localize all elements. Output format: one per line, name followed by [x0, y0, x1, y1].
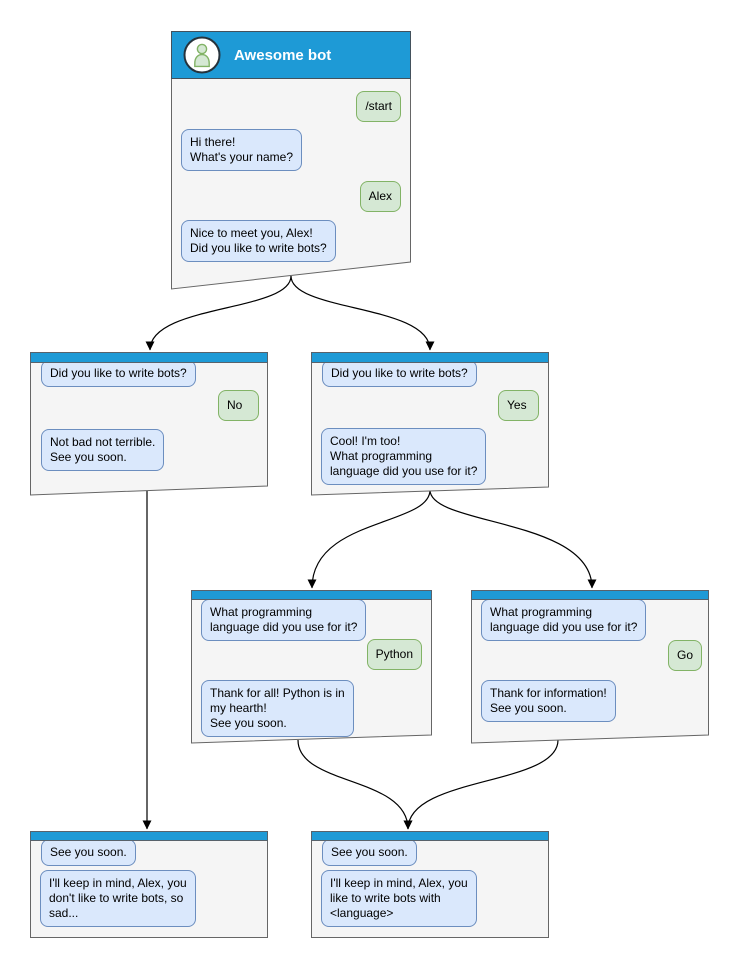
chat-window-branch-python: What programming language did you use fo…	[191, 590, 432, 744]
window-titlebar	[311, 352, 549, 363]
bot-message-goodbye: See you soon.	[322, 839, 417, 866]
user-message-go: Go	[667, 640, 702, 671]
bot-message-summary: I'll keep in mind, Alex, you like to wri…	[321, 870, 477, 927]
chat-window-main: Awesome bot /start Hi there! What's your…	[171, 31, 411, 290]
connector-go-to-final	[403, 739, 559, 830]
bot-message-question: Did you like to write bots?	[322, 360, 477, 387]
window-titlebar	[30, 352, 268, 363]
user-message-yes: Yes	[498, 390, 539, 421]
window-titlebar	[471, 590, 709, 600]
bot-message-greeting: Hi there! What's your name?	[181, 129, 303, 171]
user-message-start: /start	[356, 91, 401, 122]
bot-message-reply: Thank for all! Python is in my hearth! S…	[201, 680, 354, 737]
bot-message-reply: Not bad not terrible. See you soon.	[41, 429, 165, 471]
bot-message-summary: I'll keep in mind, Alex, you don't like …	[40, 870, 196, 927]
bot-message-question: What programming language did you use fo…	[201, 599, 367, 641]
chat-window-branch-no: Did you like to write bots? No Not bad n…	[30, 352, 268, 496]
bot-message-reply: Cool! I'm too! What programming language…	[321, 428, 487, 485]
bot-message-question: Nice to meet you, Alex! Did you like to …	[181, 220, 336, 262]
user-message-no: No	[218, 390, 259, 421]
bot-message-question: What programming language did you use fo…	[481, 599, 647, 641]
chat-window-final-yes: See you soon. I'll keep in mind, Alex, y…	[311, 831, 549, 938]
connector-start-to-no	[145, 275, 292, 351]
user-message-name: Alex	[359, 181, 401, 212]
chat-window-branch-yes: Did you like to write bots? Yes Cool! I'…	[311, 352, 549, 496]
window-titlebar	[30, 831, 268, 841]
window-titlebar: Awesome bot	[171, 31, 411, 79]
chat-window-final-no: See you soon. I'll keep in mind, Alex, y…	[30, 831, 268, 938]
bot-message-reply: Thank for information! See you soon.	[481, 680, 616, 722]
user-message-python: Python	[366, 639, 422, 670]
connector-yes-to-python	[307, 489, 431, 589]
chat-window-branch-go: What programming language did you use fo…	[471, 590, 709, 744]
bot-message-question: Did you like to write bots?	[41, 360, 196, 387]
connector-yes-to-go	[429, 489, 597, 589]
bot-avatar-icon	[183, 36, 221, 74]
connector-python-to-final	[297, 739, 413, 830]
bot-message-goodbye: See you soon.	[41, 839, 136, 866]
bot-title: Awesome bot	[234, 46, 332, 64]
window-titlebar	[311, 831, 549, 841]
window-titlebar	[191, 590, 432, 600]
connector-start-to-yes	[290, 275, 435, 351]
